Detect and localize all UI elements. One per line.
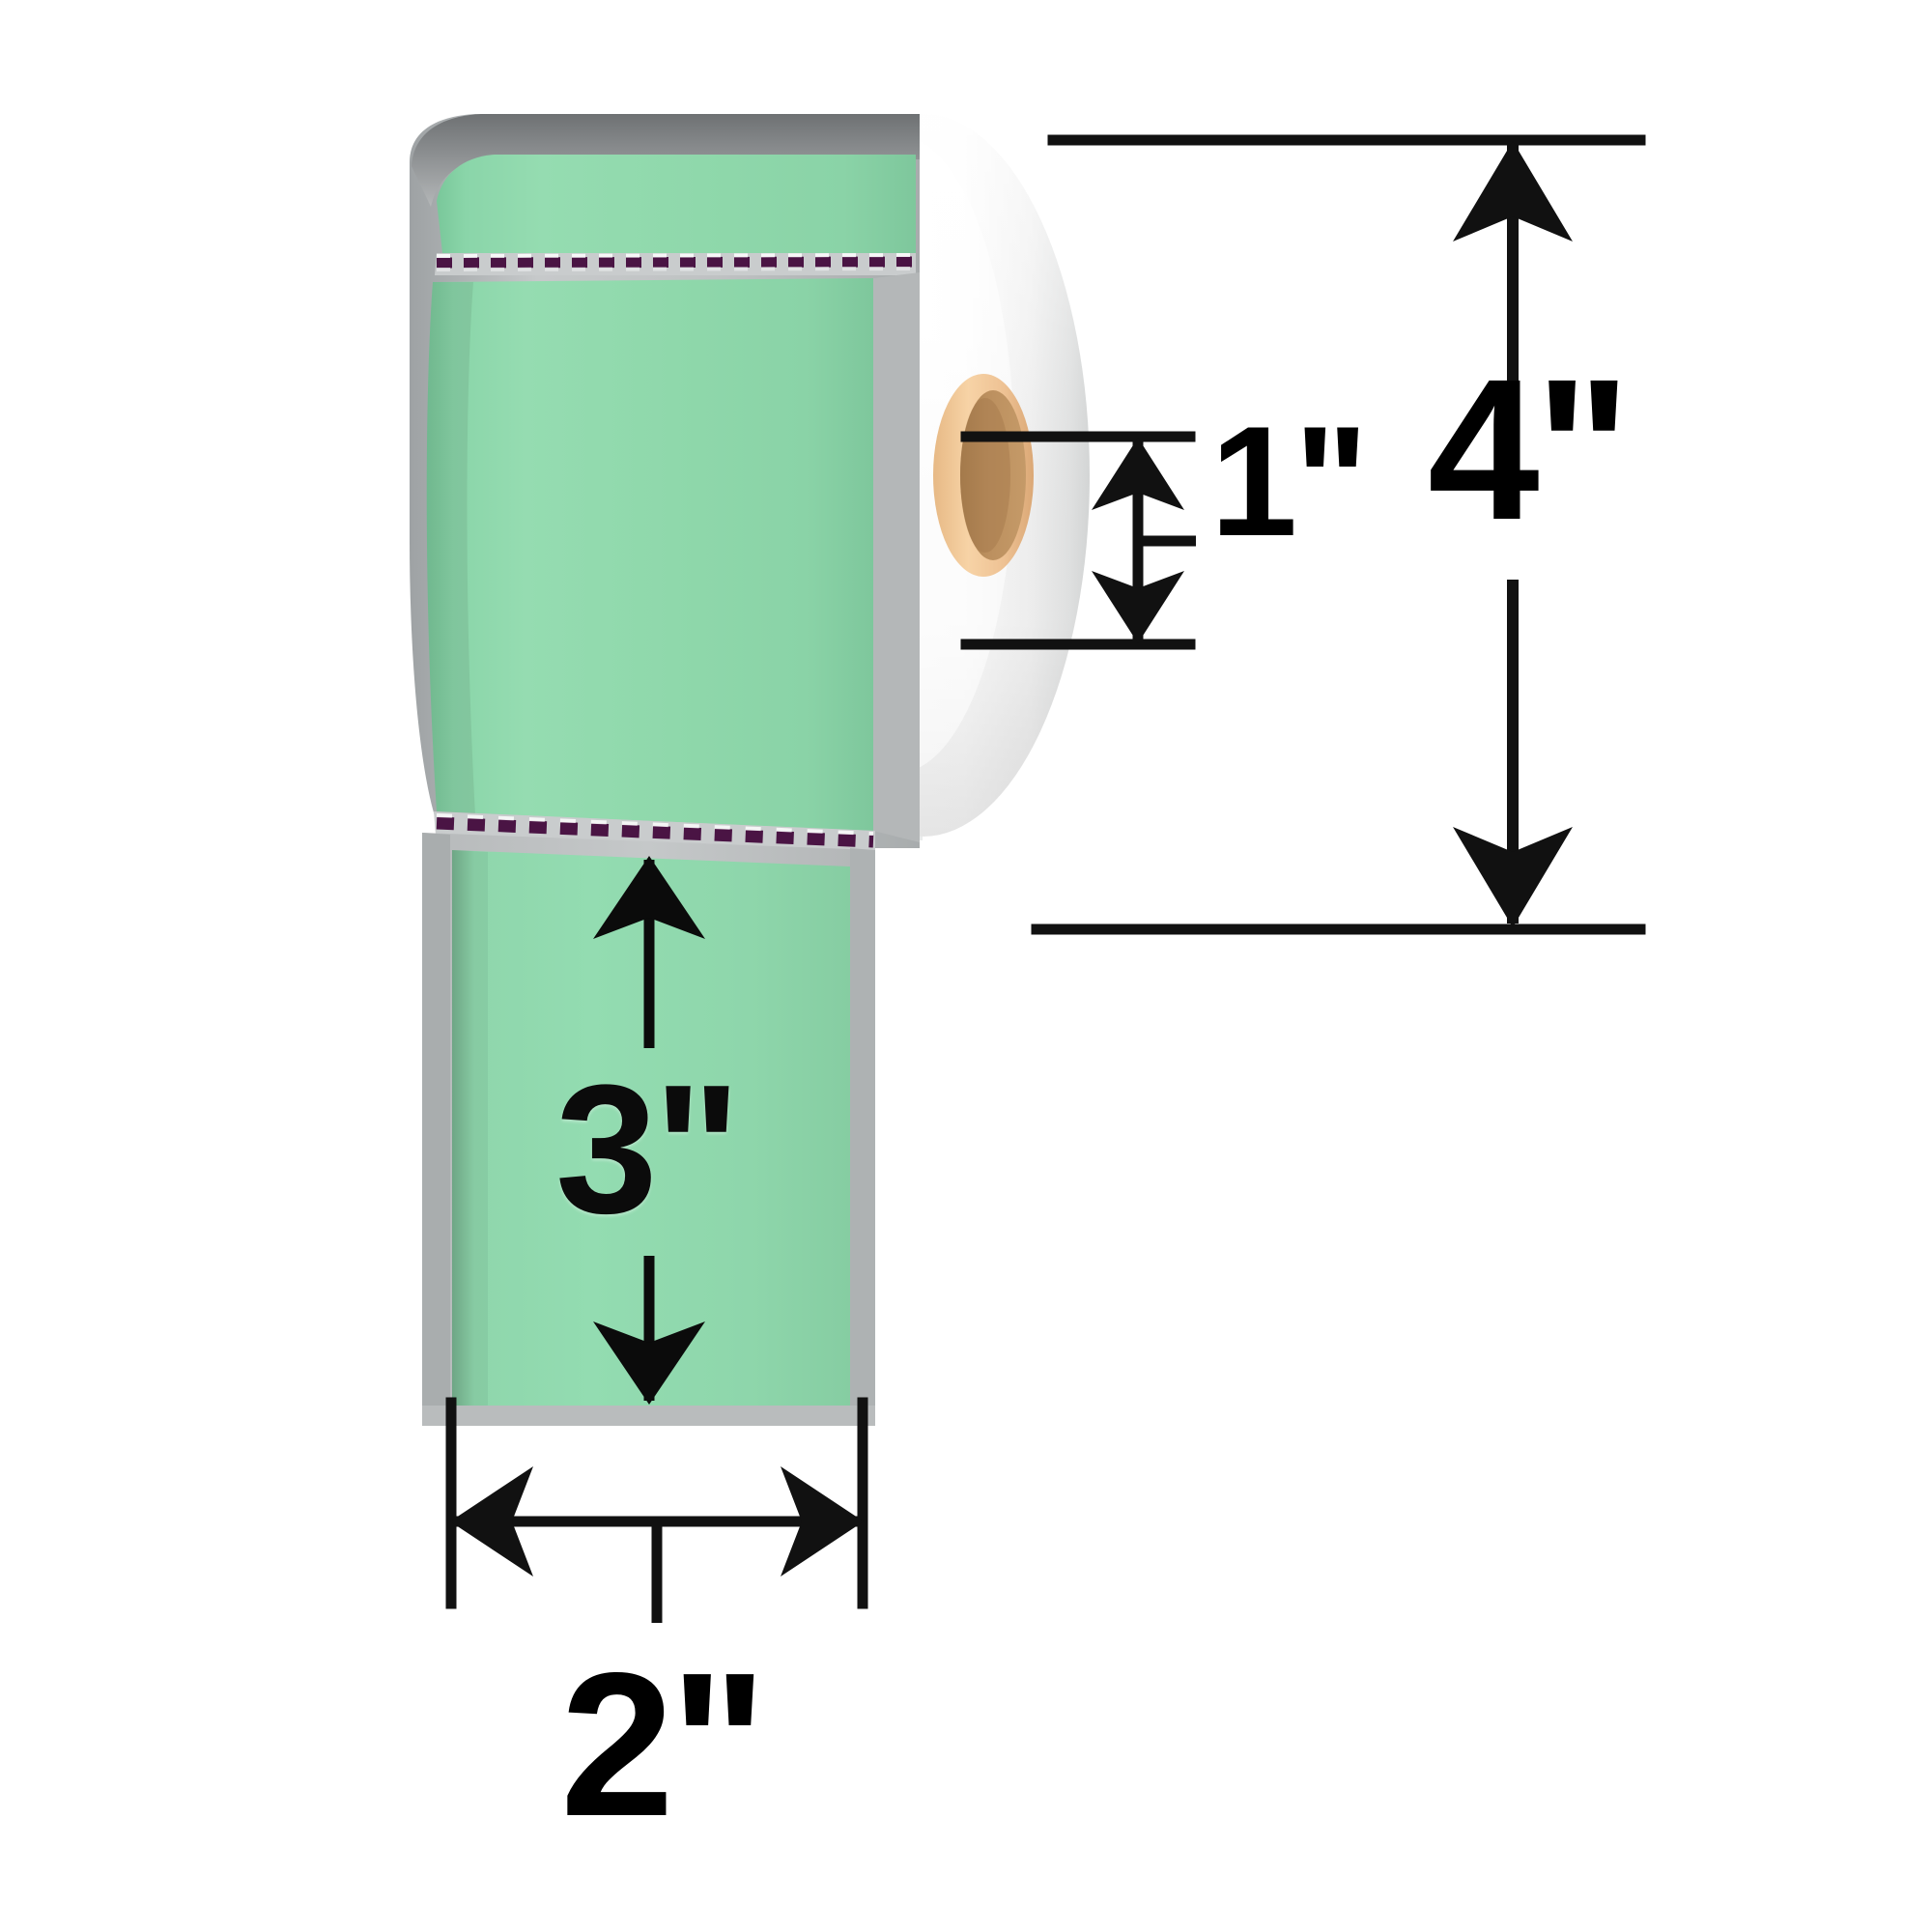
dimension-label-label-height: 3" [555, 1047, 741, 1252]
dimension-outer-diameter [1031, 134, 1646, 935]
arrowhead-up-4in [1453, 141, 1573, 242]
arrowhead-right-2in [781, 1466, 864, 1577]
dimension-label-outer-diameter: 4" [1428, 338, 1631, 562]
label-middle [426, 278, 873, 831]
label-top-partial [437, 155, 916, 253]
dimension-label-width [445, 1397, 868, 1623]
label-bottom [452, 850, 850, 1406]
web-liner-right-edge [873, 272, 920, 842]
dimension-label-label-width: 2" [560, 1630, 767, 1859]
arrowhead-left-2in [450, 1466, 533, 1577]
label-web-hanging [422, 833, 875, 1426]
dimension-core-diameter [960, 431, 1196, 650]
arrowhead-up-1in [1092, 438, 1184, 510]
arrowhead-down-4in [1453, 827, 1573, 927]
web-top-lip [412, 114, 920, 207]
dimension-label-core-diameter: 1" [1210, 394, 1369, 569]
label-middle-curve-shade [426, 282, 475, 815]
dimension-label-height [593, 856, 705, 1405]
core-hole-inner-shadow [960, 398, 1010, 553]
web-bottom-edge [422, 1406, 875, 1426]
label-bottom-side-shadow [452, 850, 541, 1406]
arrowhead-up-3in [593, 856, 705, 939]
arrowhead-down-1in [1092, 571, 1184, 643]
arrowhead-down-3in [593, 1321, 705, 1405]
roll-assembly [410, 114, 1090, 854]
web-liner-left-edge [422, 833, 450, 1426]
perforation-line-bottom [436, 813, 874, 848]
web-liner-right-edge-flat [850, 848, 875, 1426]
